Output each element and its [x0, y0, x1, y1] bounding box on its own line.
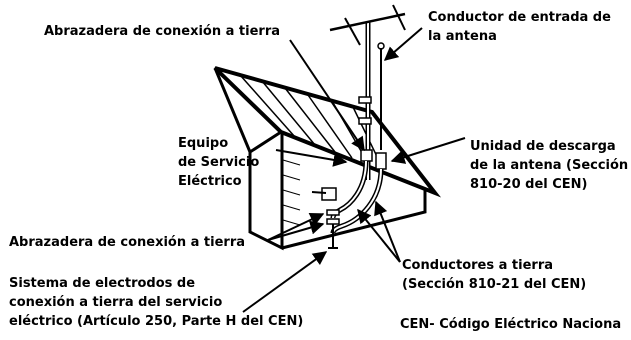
antenna — [329, 4, 406, 180]
label-lower-ground-clamp: Abrazadera de conexión a tierra — [9, 235, 246, 250]
antenna-boom — [329, 12, 406, 32]
wall-siding — [282, 159, 301, 226]
antenna-element — [392, 4, 406, 31]
service-equipment-box — [321, 187, 337, 201]
footnote-cen: CEN- Código Eléctrico Naciona — [400, 317, 622, 332]
label-electrode-system: Sistema de electrodos de conexión a tier… — [9, 276, 304, 329]
label-service-equipment: Equipo de Servicio Eléctrico — [178, 136, 260, 189]
lower-ground-clamp — [326, 209, 340, 216]
grounding-conductors — [321, 160, 384, 249]
label-antenna-lead-in: Conductor de entrada de la antena — [428, 10, 611, 44]
leader-lines — [242, 27, 466, 313]
label-top-ground-clamp: Abrazadera de conexión a tierra — [44, 24, 281, 39]
label-grounding-conductors: Conductores a tierra (Sección 810-21 del… — [402, 258, 587, 292]
side-wall — [281, 188, 427, 250]
standoff — [358, 117, 372, 125]
lower-ground-clamp — [326, 218, 340, 225]
label-discharge-unit: Unidad de descarga de la antena (Sección… — [470, 139, 629, 192]
front-wall — [248, 132, 284, 251]
antenna-element — [344, 17, 361, 46]
mast-ground-clamp — [360, 149, 373, 162]
antenna-discharge-unit — [375, 152, 387, 170]
standoff — [358, 96, 372, 104]
